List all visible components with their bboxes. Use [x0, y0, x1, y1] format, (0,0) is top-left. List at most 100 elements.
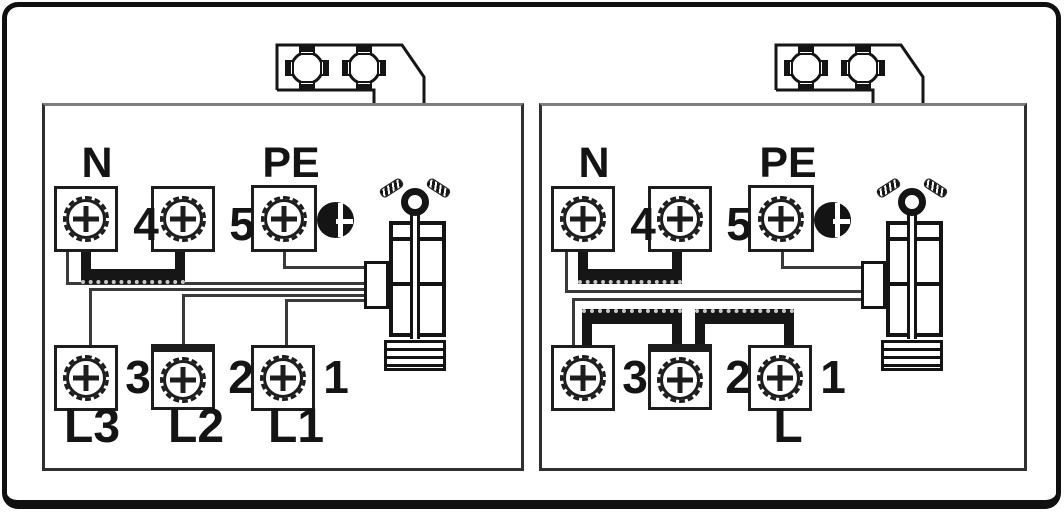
terminal-1 [251, 345, 315, 411]
terminal-n [551, 186, 615, 252]
wire-n-vertical [66, 252, 69, 285]
wire-pe-vertical [781, 252, 784, 269]
label-n: N [578, 139, 610, 187]
terminal-5-pe [748, 185, 814, 252]
screw-notch [285, 60, 294, 76]
terminal-number-1: 1 [323, 351, 349, 403]
wire-l1-horizontal [285, 299, 367, 302]
wire-l2-vertical [182, 294, 185, 345]
wing-nut-right-wing-icon [425, 176, 452, 200]
wiring-panel-single-phase: N PE 4 5 3 2 1 L [539, 103, 1027, 471]
screw-notch [784, 60, 793, 76]
terminal-number-4: 4 [630, 198, 656, 250]
clamp-screw-shaft [907, 200, 917, 339]
jumper-3-2-right-leg [672, 317, 682, 346]
terminal-screw-icon [160, 196, 206, 242]
clamp-screw-shaft [410, 200, 420, 339]
screw-notch [342, 60, 351, 76]
terminal-number-3: 3 [622, 351, 648, 403]
jumper-n-4-left-leg [81, 252, 91, 272]
terminal-number-5: 5 [726, 198, 752, 250]
terminal-number-5: 5 [229, 198, 255, 250]
jumper-3-2-left-leg [582, 317, 592, 346]
terminal-screw-icon [260, 355, 306, 401]
terminal-screw-icon [261, 195, 307, 242]
wiring-panel-three-phase: N PE 4 5 3 2 1 L3 L2 L1 [42, 103, 524, 471]
jumper-2-1-right-leg [784, 317, 794, 346]
label-l3: L3 [63, 400, 121, 453]
wire-l3-horizontal [89, 288, 367, 291]
terminal-1 [748, 345, 812, 411]
phillips-screw-icon [784, 46, 828, 90]
wing-nut-right-wing-icon [922, 176, 949, 200]
wire-n-vertical [565, 252, 568, 293]
terminal-n [54, 186, 118, 252]
label-l: L [773, 400, 803, 453]
wire-pe-horizontal [781, 266, 864, 269]
terminal-screw-icon [657, 356, 703, 403]
jumper-n-4-bar [81, 269, 185, 284]
terminal-screw-icon [63, 196, 109, 242]
screw-notch [356, 46, 372, 55]
terminal-screw-icon [560, 196, 606, 242]
wire-pe-vertical [283, 252, 286, 269]
wire-n-horizontal [565, 290, 864, 293]
jumper-n-4-left-leg [578, 252, 588, 272]
terminal-number-3: 3 [125, 351, 151, 403]
ribbed-block [881, 340, 943, 371]
screw-notch [798, 46, 814, 55]
wire-l2-horizontal [182, 294, 367, 297]
ribbed-block [384, 340, 446, 371]
label-l2: L2 [167, 400, 225, 453]
wing-nut-icon [898, 188, 926, 216]
terminal-4 [648, 186, 712, 252]
label-l1: L1 [267, 400, 325, 453]
terminal-screw-icon [757, 355, 803, 401]
screw-notch [841, 60, 850, 76]
terminal-number-4: 4 [133, 198, 159, 250]
terminal-2 [151, 344, 215, 410]
label-pe: PE [759, 139, 817, 187]
wing-nut-icon [401, 188, 429, 216]
label-pe: PE [262, 139, 320, 187]
wire-l1-vertical [285, 299, 288, 346]
phillips-screw-icon [841, 46, 885, 90]
screw-notch [299, 46, 315, 55]
screw-notch [876, 60, 885, 76]
terminal-3 [551, 345, 615, 411]
terminal-screw-icon [63, 355, 109, 401]
cable-entry-block [364, 261, 389, 309]
phillips-screw-icon [342, 46, 386, 90]
terminal-number-2: 2 [725, 351, 751, 403]
wing-nut-left-wing-icon [875, 176, 902, 200]
screw-notch [320, 60, 329, 76]
mounting-tab-outline-left [275, 43, 426, 103]
terminal-screw-icon [758, 195, 804, 242]
jumper-3-2-bar [582, 309, 682, 324]
terminal-2 [648, 344, 712, 410]
cable-entry-block [861, 261, 886, 309]
screw-notch [377, 60, 386, 76]
wing-nut-left-wing-icon [378, 176, 405, 200]
screw-notch [855, 81, 871, 90]
screw-notch [356, 81, 372, 90]
jumper-n-4-right-leg [175, 252, 185, 272]
mounting-tab-outline-right [774, 43, 925, 103]
phillips-screw-icon [285, 46, 329, 90]
jumper-2-1-bar [695, 309, 794, 324]
wire-l3-vertical [89, 288, 92, 346]
terminal-screw-icon [657, 196, 703, 242]
label-n: N [81, 139, 113, 187]
terminal-screw-icon [560, 355, 606, 401]
screw-notch [819, 60, 828, 76]
wire-n-horizontal [66, 282, 367, 285]
jumper-2-1-left-leg [695, 317, 705, 346]
earth-screw-icon [317, 202, 354, 238]
earth-screw-icon [814, 202, 851, 238]
wire-l-horizontal [572, 298, 864, 301]
terminal-5-pe [251, 185, 317, 252]
terminal-number-2: 2 [228, 351, 254, 403]
screw-notch [855, 46, 871, 55]
